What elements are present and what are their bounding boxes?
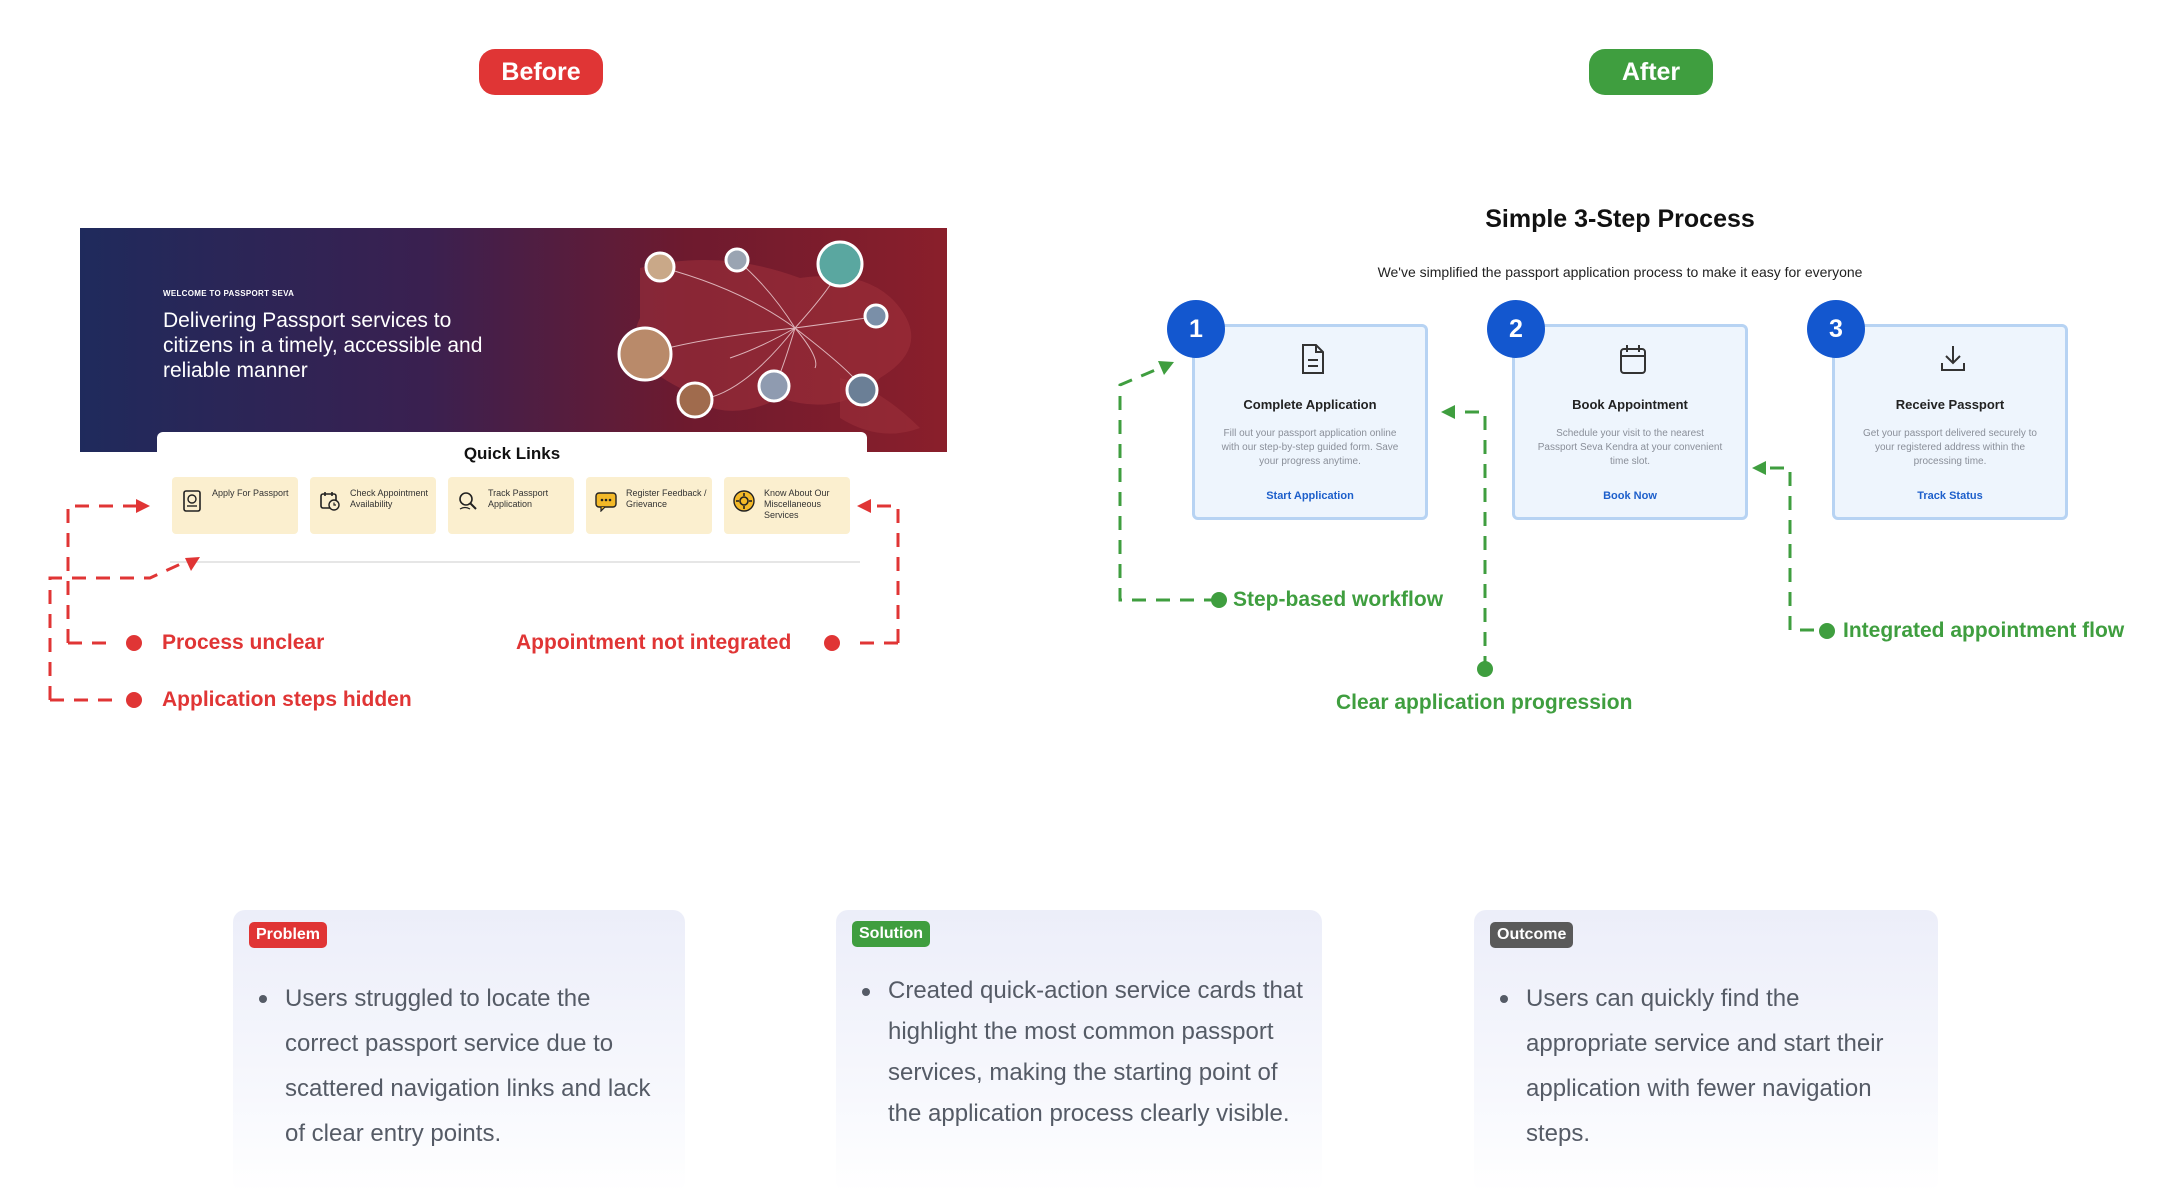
outcome-text: Users can quickly find the appropriate s… [1526, 985, 1884, 1147]
start-application-link[interactable]: Start Application [1266, 490, 1354, 502]
quick-link-apply[interactable]: Apply For Passport [172, 477, 298, 534]
passport-icon [183, 490, 201, 512]
quick-links-title: Quick Links [463, 444, 561, 463]
world-map-illustration [617, 240, 920, 434]
annotation-steps-hidden: Application steps hidden [162, 688, 412, 711]
outcome-card: Outcome Users can quickly find the appro… [1474, 910, 1938, 1193]
quick-links-panel: Quick Links Apply For Passport Check App… [157, 432, 867, 562]
quick-link-label: Register Feedback / Grievance [626, 488, 707, 509]
quick-link-appointment[interactable]: Check Appointment Availability [310, 477, 436, 534]
quick-link-label: Check Appointment Availability [350, 488, 429, 509]
quick-link-label: Know About Our Miscellaneous Services [764, 488, 830, 520]
calendar-clock-icon [320, 492, 340, 511]
step-description: Schedule your visit to the nearest Passp… [1537, 428, 1723, 467]
step-card-2: Book Appointment Schedule your visit to … [1512, 324, 1748, 520]
hero-banner: WELCOME TO PASSPORT SEVA Delivering Pass… [80, 228, 947, 452]
bullet [1500, 995, 1508, 1003]
step-number-2: 2 [1487, 300, 1545, 358]
quick-link-track[interactable]: Track Passport Application [448, 477, 574, 534]
after-pill: After [1589, 49, 1713, 95]
annotation-process-unclear: Process unclear [162, 631, 325, 654]
download-icon [1941, 346, 1965, 371]
step-title: Complete Application [1243, 397, 1377, 412]
step-title: Receive Passport [1895, 397, 2005, 412]
quick-link-label: Track Passport Application [488, 488, 549, 509]
quick-link-label: Apply For Passport [212, 488, 289, 498]
problem-tag: Problem [249, 922, 328, 948]
step-description: Fill out your passport application onlin… [1221, 428, 1399, 467]
document-icon [1302, 344, 1324, 374]
annotation-step-based: Step-based workflow [1233, 588, 1444, 611]
track-status-link[interactable]: Track Status [1917, 490, 1983, 502]
track-icon [459, 492, 477, 510]
problem-card: Problem Users struggled to locate the co… [233, 910, 685, 1193]
outcome-tag: Outcome [1490, 922, 1574, 948]
feedback-icon [595, 492, 617, 512]
step-description: Get your passport delivered securely to … [1863, 428, 2037, 467]
process-subtitle: We've simplified the passport applicatio… [1377, 264, 1863, 280]
quick-link-misc[interactable]: Know About Our Miscellaneous Services [724, 477, 850, 534]
services-icon [733, 490, 755, 512]
solution-tag: Solution [852, 921, 930, 947]
divider [170, 561, 860, 563]
calendar-icon [1620, 345, 1646, 374]
bullet [862, 988, 870, 996]
annotation-clear-progression: Clear application progression [1336, 691, 1633, 714]
solution-card: Solution Created quick-action service ca… [836, 910, 1322, 1193]
step-card-3: Receive Passport Get your passport deliv… [1832, 324, 2068, 520]
book-now-link[interactable]: Book Now [1603, 490, 1657, 502]
welcome-label: WELCOME TO PASSPORT SEVA [163, 289, 295, 298]
bullet [259, 995, 267, 1003]
user-avatars [617, 240, 889, 419]
solution-text: Created quick-action service cards that … [888, 977, 1303, 1127]
annotation-appointment-not-integrated: Appointment not integrated [516, 631, 792, 654]
step-number-3: 3 [1807, 300, 1865, 358]
quick-link-feedback[interactable]: Register Feedback / Grievance [586, 477, 712, 534]
before-pill: Before [479, 49, 603, 95]
annotation-integrated-flow: Integrated appointment flow [1843, 619, 2125, 642]
problem-text: Users struggled to locate the correct pa… [285, 985, 651, 1147]
step-title: Book Appointment [1572, 397, 1688, 412]
banner-headline: Delivering Passport services to citizens… [163, 309, 483, 382]
step-card-1: Complete Application Fill out your passp… [1192, 324, 1428, 520]
step-number-1: 1 [1167, 300, 1225, 358]
process-title: Simple 3-Step Process [1485, 205, 1755, 233]
